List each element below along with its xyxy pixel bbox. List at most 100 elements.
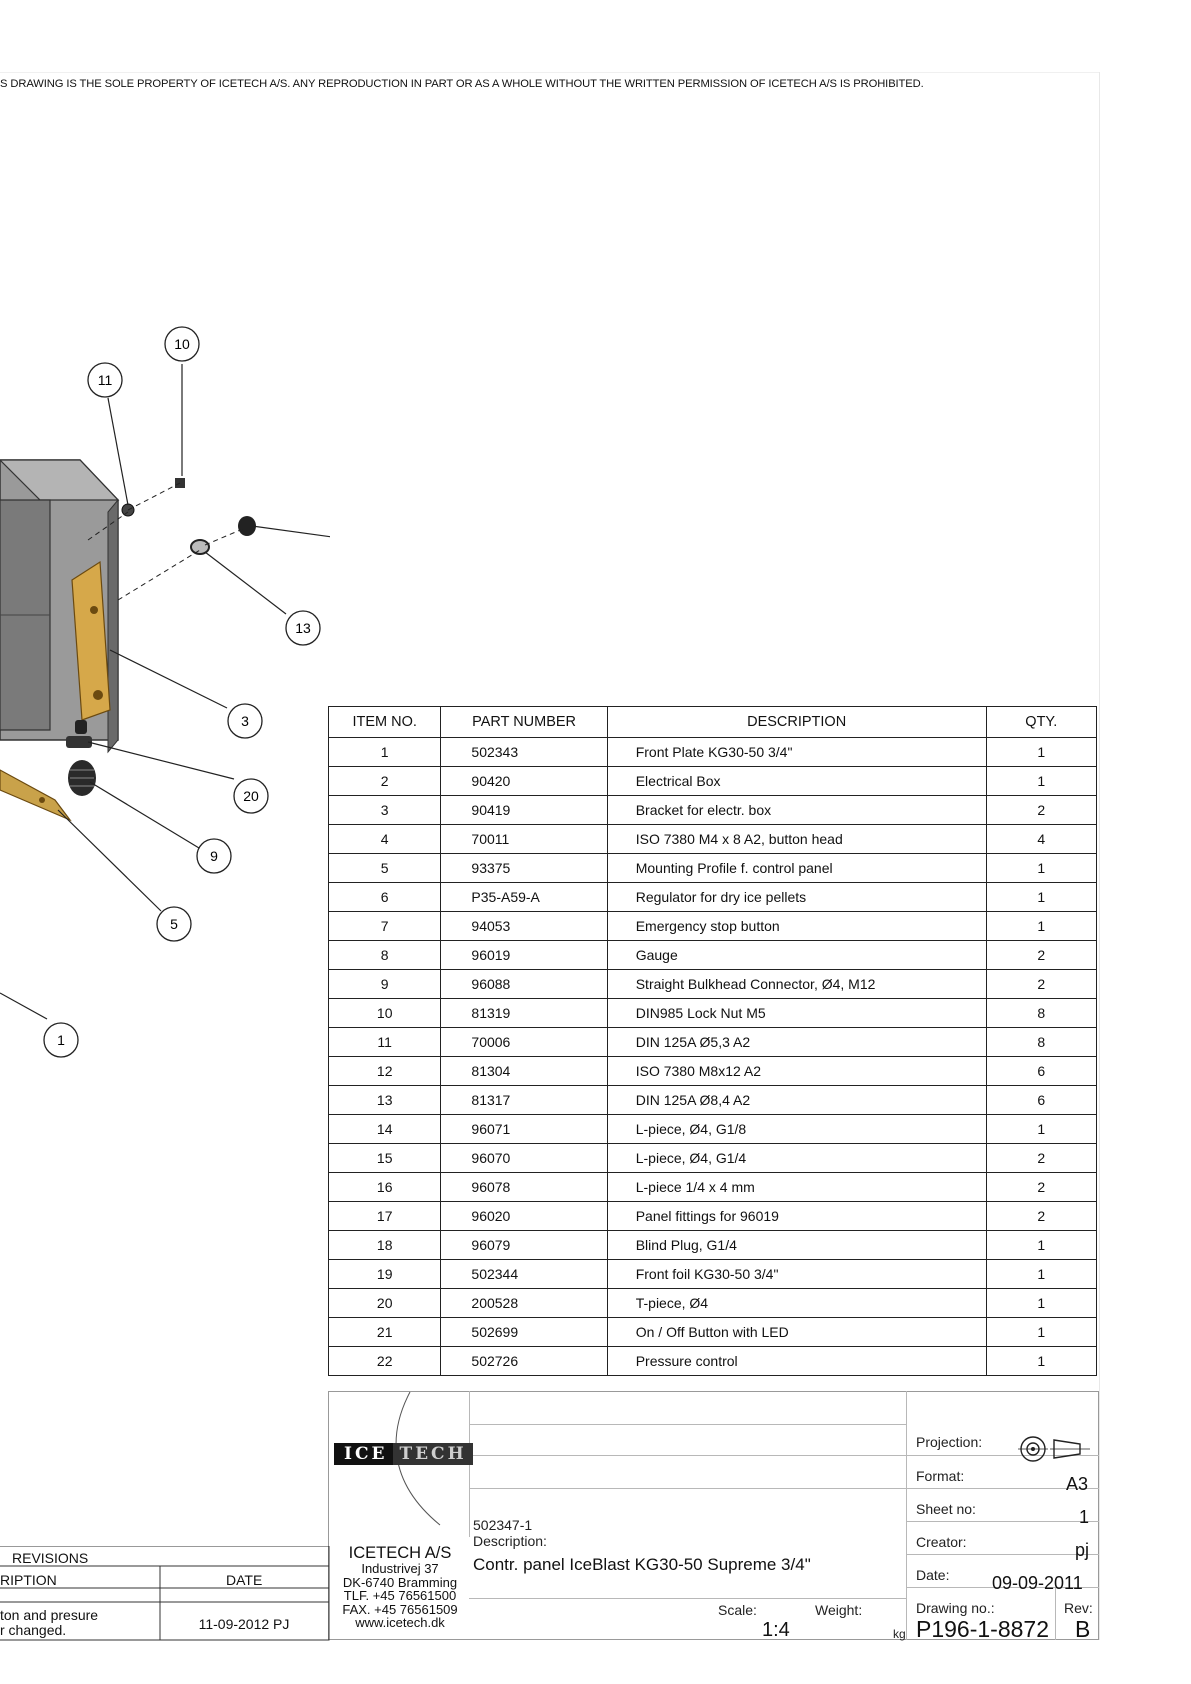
qty-cell: 1 bbox=[985, 737, 1098, 767]
fastener-parts bbox=[121, 478, 256, 555]
part-number-cell: 70011 bbox=[440, 824, 608, 854]
fax-number: FAX. +45 76561509 bbox=[342, 1601, 458, 1617]
description-cell: Gauge bbox=[606, 940, 987, 970]
col-header-item-no: ITEM NO. bbox=[327, 706, 442, 738]
description-cell: L-piece, Ø4, G1/4 bbox=[606, 1143, 987, 1173]
description-cell: DIN 125A Ø5,3 A2 bbox=[606, 1027, 987, 1057]
item-no-cell: 11 bbox=[327, 1027, 442, 1057]
bom-header-row: ITEM NO. PART NUMBER DESCRIPTION QTY. bbox=[327, 706, 1098, 738]
balloon-11: 11 bbox=[87, 362, 123, 398]
weight-label: Weight: bbox=[815, 1602, 863, 1618]
description-cell: DIN985 Lock Nut M5 bbox=[606, 998, 987, 1028]
first-angle-projection-icon bbox=[1018, 1436, 1090, 1462]
part-number-cell: P35-A59-A bbox=[440, 882, 608, 912]
revision-description: ton and presure r changed. bbox=[0, 1607, 99, 1638]
description-cell: L-piece, Ø4, G1/8 bbox=[606, 1114, 987, 1144]
description-cell: Panel fittings for 96019 bbox=[606, 1201, 987, 1231]
item-no-cell: 17 bbox=[327, 1201, 442, 1231]
part-number-cell: 96088 bbox=[440, 969, 608, 999]
part-number-cell: 81319 bbox=[440, 998, 608, 1028]
description-cell: Pressure control bbox=[606, 1346, 987, 1376]
svg-text:20: 20 bbox=[243, 788, 259, 804]
part-number-cell: 81304 bbox=[440, 1056, 608, 1086]
balloon-10: 10 bbox=[164, 326, 200, 362]
qty-cell: 2 bbox=[985, 1201, 1098, 1231]
revisions-col-description: RIPTION bbox=[0, 1572, 57, 1588]
part-number-cell: 96078 bbox=[440, 1172, 608, 1202]
part-number-cell: 93375 bbox=[440, 853, 608, 883]
address-line-2: DK-6740 Bramming bbox=[342, 1574, 458, 1590]
qty-cell: 2 bbox=[985, 795, 1098, 825]
description-cell: Electrical Box bbox=[606, 766, 987, 796]
balloon-20: 20 bbox=[233, 778, 269, 814]
date-value: 09-09-2011 bbox=[992, 1573, 1083, 1593]
title-block-frame bbox=[328, 1391, 1099, 1640]
rev-label: Rev: bbox=[1064, 1600, 1093, 1616]
exploded-assembly-drawing: 10 11 12 13 3 20 9 5 1 bbox=[0, 326, 330, 1058]
item-no-cell: 15 bbox=[327, 1143, 442, 1173]
item-no-cell: 4 bbox=[327, 824, 442, 854]
part-number-cell: 502344 bbox=[440, 1259, 608, 1289]
revisions-title: REVISIONS bbox=[12, 1550, 89, 1566]
description-cell: Bracket for electr. box bbox=[606, 795, 987, 825]
item-no-cell: 13 bbox=[327, 1085, 442, 1115]
item-no-cell: 6 bbox=[327, 882, 442, 912]
description-cell: Mounting Profile f. control panel bbox=[606, 853, 987, 883]
description-cell: Regulator for dry ice pellets bbox=[606, 882, 987, 912]
frame-border-right bbox=[1099, 72, 1100, 1640]
svg-text:1: 1 bbox=[57, 1032, 65, 1048]
svg-text:10: 10 bbox=[174, 336, 190, 352]
item-no-cell: 8 bbox=[327, 940, 442, 970]
part-number-cell: 81317 bbox=[440, 1085, 608, 1115]
description-cell: T-piece, Ø4 bbox=[606, 1288, 987, 1318]
item-no-cell: 9 bbox=[327, 969, 442, 999]
company-address: ICETECH A/S Industrivej 37 DK-6740 Bramm… bbox=[330, 1544, 470, 1630]
frame-border-top bbox=[0, 72, 1099, 73]
sheet-value: 1 bbox=[1079, 1507, 1090, 1527]
qty-cell: 1 bbox=[985, 853, 1098, 883]
website: www.icetech.dk bbox=[355, 1615, 445, 1630]
balloon-1: 1 bbox=[43, 1022, 79, 1058]
revision-date: 11-09-2012 PJ bbox=[198, 1616, 290, 1632]
qty-cell: 1 bbox=[985, 882, 1098, 912]
description-cell: ISO 7380 M4 x 8 A2, button head bbox=[606, 824, 987, 854]
part-no: 502347-1 bbox=[473, 1517, 533, 1533]
item-no-cell: 3 bbox=[327, 795, 442, 825]
description-cell: Emergency stop button bbox=[606, 911, 987, 941]
item-no-cell: 16 bbox=[327, 1172, 442, 1202]
item-no-cell: 19 bbox=[327, 1259, 442, 1289]
qty-cell: 2 bbox=[985, 1143, 1098, 1173]
item-no-cell: 22 bbox=[327, 1346, 442, 1376]
scale-label: Scale: bbox=[718, 1602, 757, 1618]
part-number-cell: 94053 bbox=[440, 911, 608, 941]
svg-text:5: 5 bbox=[170, 916, 178, 932]
phone-number: TLF. +45 76561500 bbox=[343, 1588, 457, 1603]
part-number-cell: 502726 bbox=[440, 1346, 608, 1376]
qty-cell: 1 bbox=[985, 1259, 1098, 1289]
qty-cell: 1 bbox=[985, 1230, 1098, 1260]
description-cell: On / Off Button with LED bbox=[606, 1317, 987, 1347]
revisions-col-date: DATE bbox=[226, 1572, 263, 1588]
drawing-no-label: Drawing no.: bbox=[916, 1600, 995, 1616]
qty-cell: 2 bbox=[985, 969, 1098, 999]
mounting-profile-part bbox=[0, 769, 72, 822]
balloon-9: 9 bbox=[196, 838, 232, 874]
col-header-description: DESCRIPTION bbox=[606, 706, 987, 738]
item-no-cell: 20 bbox=[327, 1288, 442, 1318]
qty-cell: 1 bbox=[985, 1288, 1098, 1318]
creator-label: Creator: bbox=[916, 1534, 967, 1550]
